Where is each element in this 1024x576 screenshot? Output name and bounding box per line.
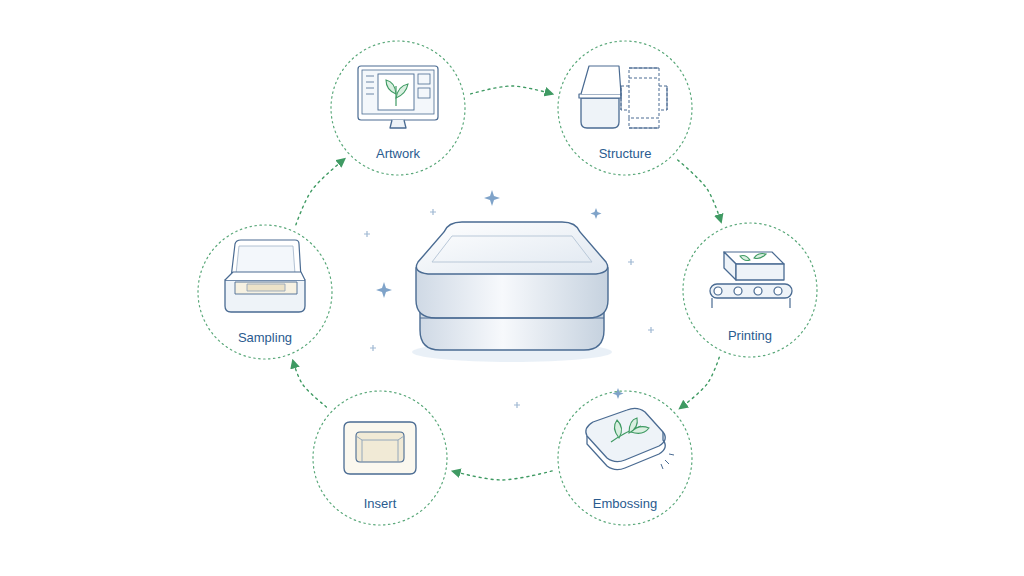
node-label: Structure: [596, 146, 655, 162]
printing-icon: [710, 252, 792, 308]
process-circle: Artwork: [330, 40, 466, 176]
process-circle: Insert: [312, 390, 448, 526]
node-label: Insert: [361, 496, 400, 512]
process-circle: Embossing: [557, 390, 693, 526]
process-circle: Sampling: [197, 224, 333, 360]
insert-icon: [344, 422, 416, 474]
node-label: Embossing: [590, 496, 660, 512]
process-circle: Structure: [557, 40, 693, 176]
embossing-icon: [586, 408, 674, 469]
sparkles: [364, 190, 654, 408]
process-circle: Printing: [682, 222, 818, 358]
node-label: Artwork: [373, 146, 423, 162]
central-tin: [412, 222, 612, 362]
structure-icon: [579, 66, 667, 128]
node-label: Sampling: [235, 330, 295, 346]
node-label: Printing: [725, 328, 775, 344]
cycle-arrow: [471, 86, 553, 94]
cycle-arrow: [296, 159, 345, 225]
sampling-icon: [225, 240, 305, 312]
monitor-icon: [358, 66, 438, 128]
cycle-arrow: [453, 471, 552, 480]
cycle-arrow: [678, 160, 721, 222]
cycle-arrow: [293, 361, 327, 407]
cycle-arrow: [680, 357, 719, 408]
